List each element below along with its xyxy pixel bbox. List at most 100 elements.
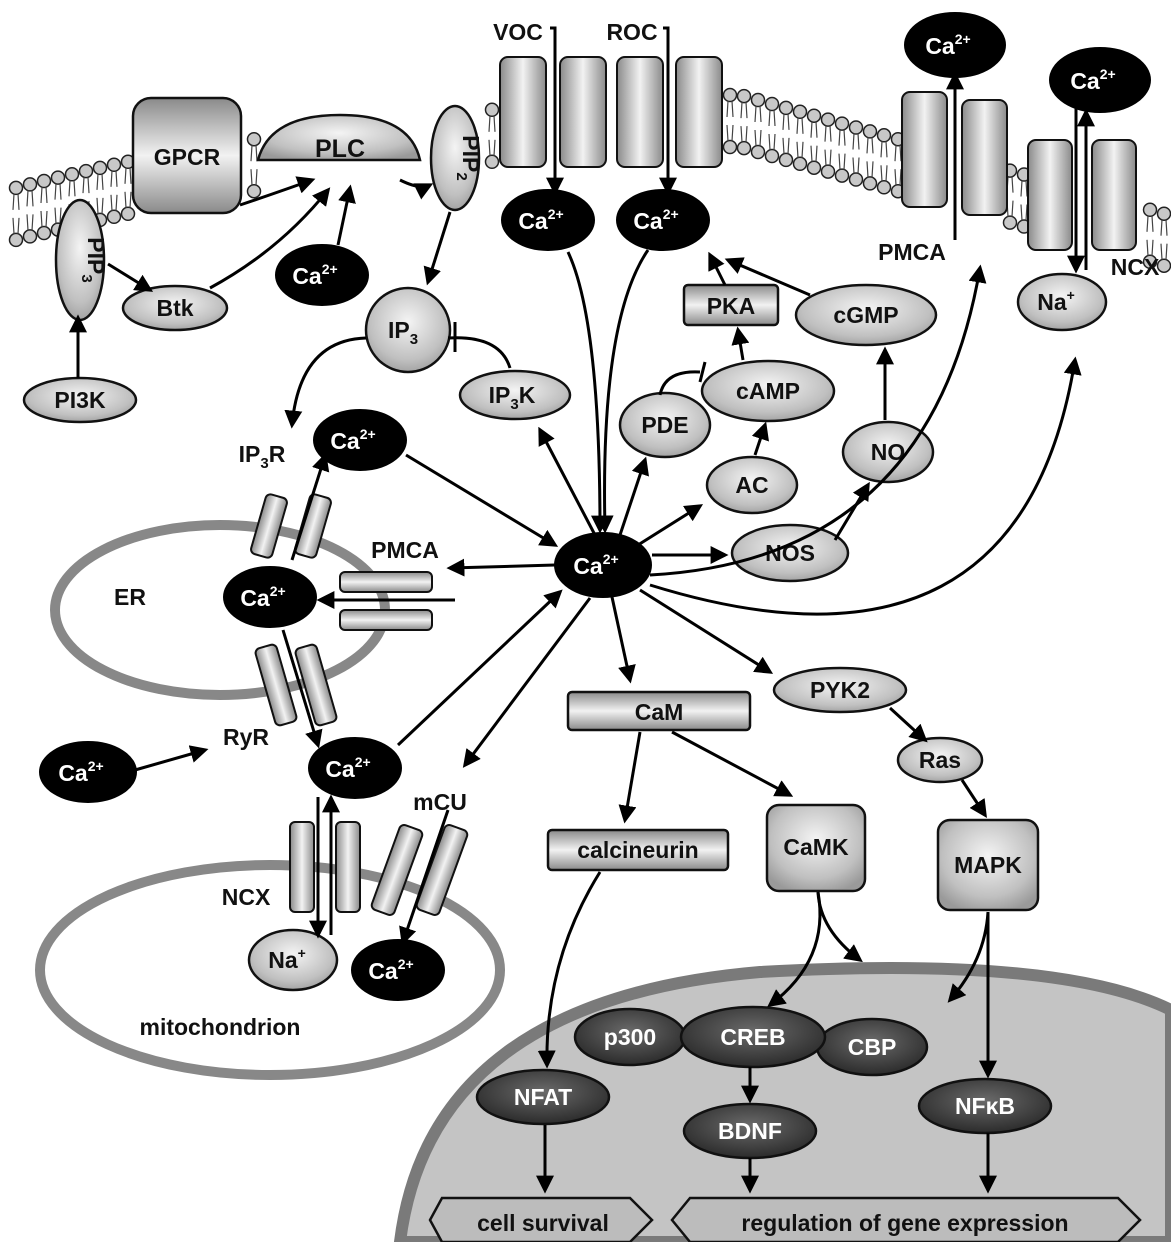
pip2-node[interactable] [429, 104, 481, 212]
mapk-node[interactable]: MAPK [936, 818, 1040, 912]
no-node[interactable]: NO [841, 420, 935, 484]
svg-text:Ca2+: Ca2+ [1070, 66, 1115, 94]
svg-text:Ca2+: Ca2+ [58, 758, 103, 786]
ip3k-node[interactable]: IP3K [458, 369, 572, 421]
camk-node[interactable]: CaMK [765, 803, 867, 893]
bdnf-node[interactable]: BDNF [682, 1102, 818, 1160]
svg-text:PI3K: PI3K [54, 387, 106, 413]
btk-node[interactable]: Btk [121, 284, 229, 332]
ras-node[interactable]: Ras [896, 736, 984, 784]
mitochondrion-label: mitochondrion [140, 1014, 301, 1040]
gpcr-box[interactable] [131, 96, 243, 215]
ca-ion-mito-matrix: Ca2+ [351, 939, 445, 1001]
svg-text:Ca2+: Ca2+ [292, 261, 337, 289]
pmca-er-top [339, 571, 433, 593]
camp-node[interactable]: cAMP [700, 359, 836, 423]
ca-ion-plc: Ca2+ [275, 244, 369, 306]
nfkb-node[interactable]: NFκB [917, 1077, 1053, 1135]
plasma-membrane [8, 87, 1171, 273]
svg-text:PYK2: PYK2 [810, 677, 870, 703]
svg-text:calcineurin: calcineurin [577, 837, 698, 863]
ryr-channel-right [294, 643, 338, 727]
mcu-label: mCU [413, 789, 467, 815]
cgmp-node[interactable]: cGMP [794, 283, 938, 347]
pyk2-node[interactable]: PYK2 [772, 666, 908, 714]
gene-regulation-box: regulation of gene expression [670, 1196, 1142, 1242]
cam-node[interactable]: CaM [566, 690, 752, 732]
ip3-node[interactable]: IP3 [364, 286, 452, 374]
svg-text:cGMP: cGMP [833, 302, 898, 328]
svg-text:Ca2+: Ca2+ [573, 551, 618, 579]
ac-node[interactable]: AC [705, 455, 799, 515]
pmca-er-label: PMCA [371, 537, 439, 563]
ca-ion-ryr-source: Ca2+ [39, 741, 137, 803]
svg-text:MAPK: MAPK [954, 852, 1022, 878]
pip3-label: PIP3 [78, 237, 109, 282]
pip2-label: PIP2 [453, 135, 484, 180]
ncx-membrane-label: NCX [1111, 254, 1160, 280]
mcu-left [370, 824, 424, 916]
pka-node[interactable]: PKA [682, 283, 780, 327]
svg-text:CaMK: CaMK [783, 834, 849, 860]
svg-text:BDNF: BDNF [718, 1118, 782, 1144]
ncx-membrane-right [1091, 139, 1137, 251]
pmca-membrane-left [901, 91, 948, 208]
na-ion-membrane: Na+ [1016, 272, 1108, 332]
ncx-membrane-left [1027, 139, 1073, 251]
svg-text:CREB: CREB [720, 1024, 785, 1050]
ryr-channel-left [254, 643, 298, 727]
ca-ion-central[interactable]: Ca2+ [554, 532, 652, 598]
svg-text:NFκB: NFκB [955, 1093, 1015, 1119]
er-label: ER [114, 584, 146, 610]
voc-roc-channels [499, 56, 723, 168]
na-ion-mito: Na+ [247, 928, 339, 992]
svg-text:PKA: PKA [707, 293, 756, 319]
svg-text:Ca2+: Ca2+ [325, 754, 370, 782]
cbp-node[interactable]: CBP [815, 1017, 929, 1077]
nos-node[interactable]: NOS [730, 523, 850, 583]
pmca-er-bottom [339, 609, 433, 631]
svg-text:NFAT: NFAT [514, 1084, 572, 1110]
svg-text:p300: p300 [604, 1024, 656, 1050]
svg-text:IP3: IP3 [388, 317, 418, 348]
svg-text:regulation of gene expression: regulation of gene expression [741, 1210, 1068, 1236]
ca-ion-roc: Ca2+ [616, 189, 710, 251]
svg-text:IP3K: IP3K [489, 382, 536, 413]
svg-text:PDE: PDE [641, 412, 688, 438]
ca-ion-mito-cyto: Ca2+ [308, 737, 402, 799]
svg-text:Na+: Na+ [268, 945, 306, 973]
gpcr-label: GPCR [154, 144, 221, 170]
arrows [69, 176, 1082, 1194]
er-organelle [50, 520, 390, 700]
svg-text:AC: AC [735, 472, 768, 498]
plc-node[interactable] [256, 113, 422, 162]
pde-node[interactable]: PDE [618, 391, 712, 459]
roc-label: ROC [606, 19, 657, 45]
ncx-mito-left [289, 821, 315, 913]
pmca-membrane-right [961, 99, 1008, 216]
svg-text:CaM: CaM [635, 699, 684, 725]
svg-text:Ca2+: Ca2+ [330, 426, 375, 454]
ca-ion-extracellular-pmca: Ca2+ [904, 12, 1006, 78]
ca-ion-er: Ca2+ [223, 566, 317, 628]
voc-label: VOC [493, 19, 543, 45]
mitochondrion-organelle [35, 860, 505, 1080]
creb-node[interactable]: CREB [679, 1005, 827, 1069]
pi3k-node[interactable]: PI3K [22, 376, 138, 424]
p300-node[interactable]: p300 [573, 1007, 687, 1067]
svg-text:Btk: Btk [156, 295, 193, 321]
svg-text:CBP: CBP [848, 1034, 897, 1060]
ca-ion-voc: Ca2+ [501, 189, 595, 251]
svg-text:Ca2+: Ca2+ [240, 583, 285, 611]
svg-text:Ca2+: Ca2+ [518, 206, 563, 234]
ca-ion-ip3r: Ca2+ [313, 409, 407, 471]
svg-text:cAMP: cAMP [736, 378, 800, 404]
nfat-node[interactable]: NFAT [475, 1068, 611, 1126]
svg-text:Ca2+: Ca2+ [925, 31, 970, 59]
calcineurin-node[interactable]: calcineurin [546, 828, 730, 872]
svg-text:Ca2+: Ca2+ [368, 956, 413, 984]
ip3r-label: IP3R [239, 441, 286, 472]
ip3r-channel-left [250, 493, 288, 559]
svg-text:Na+: Na+ [1037, 287, 1075, 315]
